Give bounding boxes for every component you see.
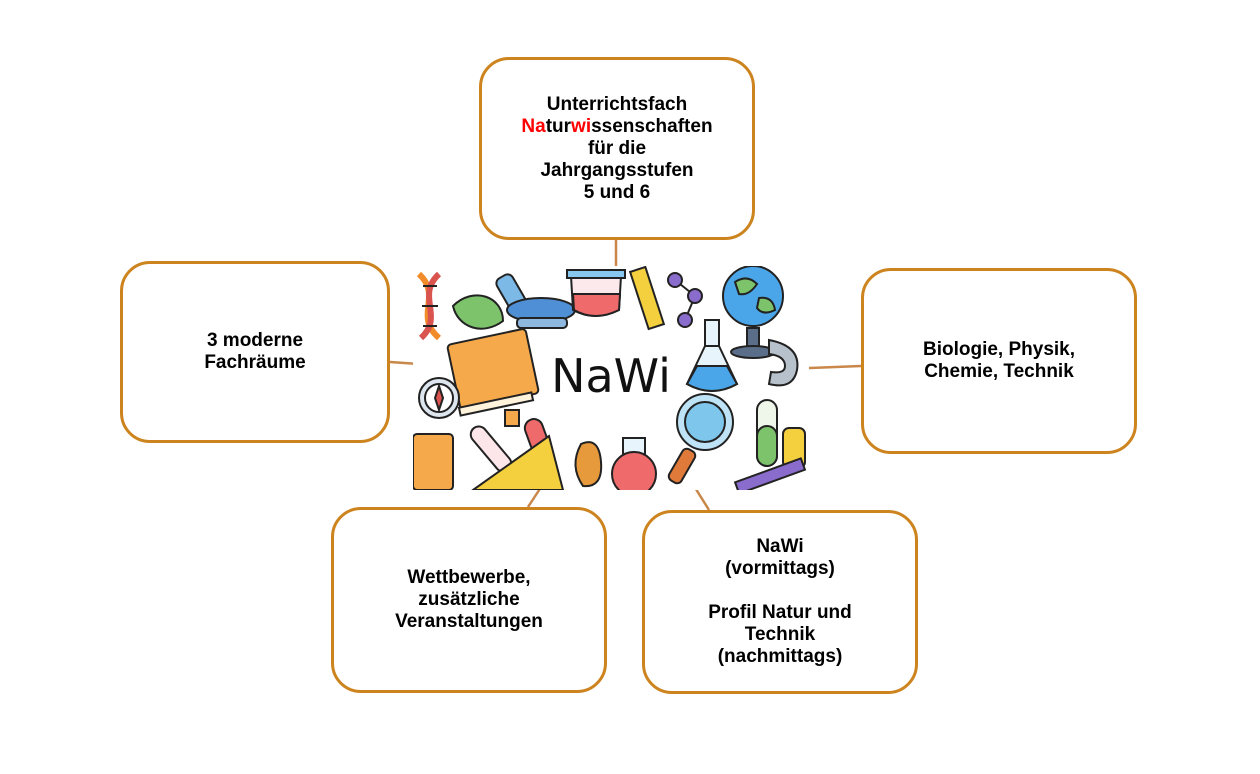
top-box-line-3: für die: [587, 137, 647, 159]
center-title: NaWi: [551, 349, 671, 403]
top-box-line-4: Jahrgangsstufen: [540, 159, 694, 181]
bottom-right-box-line-6: (nachmittags): [717, 646, 843, 667]
top-box-line-2: Naturwissenschaften: [521, 115, 713, 137]
bottom-right-box-line-4: Profil Natur und: [708, 602, 852, 623]
flask-icon: [685, 319, 739, 392]
subjects-box: Biologie, Physik, Chemie, Technik: [861, 268, 1137, 454]
highlight-na: Na: [521, 115, 546, 137]
microscope-icon: [495, 273, 576, 329]
top-box-line-1: Unterrichtsfach: [546, 93, 688, 115]
compass-icon: [418, 377, 460, 419]
pencil-icon: [733, 457, 807, 490]
left-box-line-1: 3 moderne: [206, 330, 304, 351]
beaker-icon: [566, 269, 626, 317]
bottom-right-box-line-1: NaWi: [756, 536, 804, 557]
highlight-wi: wi: [571, 115, 592, 137]
clipboard-icon: [413, 433, 454, 490]
rooms-box: 3 moderne Fachräume: [120, 261, 390, 443]
round-flask-icon: [611, 437, 657, 490]
globe-icon: [722, 266, 784, 359]
bottom-right-box-line-2: (vormittags): [725, 558, 835, 579]
bottom-right-box-line-5: Technik: [744, 624, 816, 645]
bacteria-icon: [574, 441, 603, 488]
ruler-icon: [628, 266, 666, 331]
center-illustration: NaWi: [413, 266, 809, 490]
top-box-line-5: 5 und 6: [583, 181, 651, 203]
competitions-box: Wettbewerbe, zusätzliche Veranstaltungen: [331, 507, 607, 693]
molecule-icon: [667, 272, 703, 328]
bottom-left-box-line-1: Wettbewerbe,: [407, 567, 531, 588]
dna-icon: [416, 271, 442, 341]
book-icon: [446, 328, 540, 417]
left-box-line-2: Fachräume: [204, 352, 306, 373]
leaf-icon: [451, 294, 505, 330]
right-box-line-1: Biologie, Physik,: [922, 339, 1076, 360]
right-box-line-2: Chemie, Technik: [924, 361, 1074, 382]
schedule-box: NaWi (vormittags) Profil Natur und Techn…: [642, 510, 918, 694]
science-doodle-icon: [413, 266, 809, 490]
magnifier-icon: [667, 393, 734, 485]
bottom-left-box-line-2: zusätzliche: [418, 589, 520, 610]
bottom-left-box-line-3: Veranstaltungen: [395, 611, 543, 632]
magnet-icon: [767, 338, 799, 387]
subject-description-box: Unterrichtsfach Naturwissenschaften für …: [479, 57, 755, 240]
set-square-icon: [471, 434, 565, 490]
